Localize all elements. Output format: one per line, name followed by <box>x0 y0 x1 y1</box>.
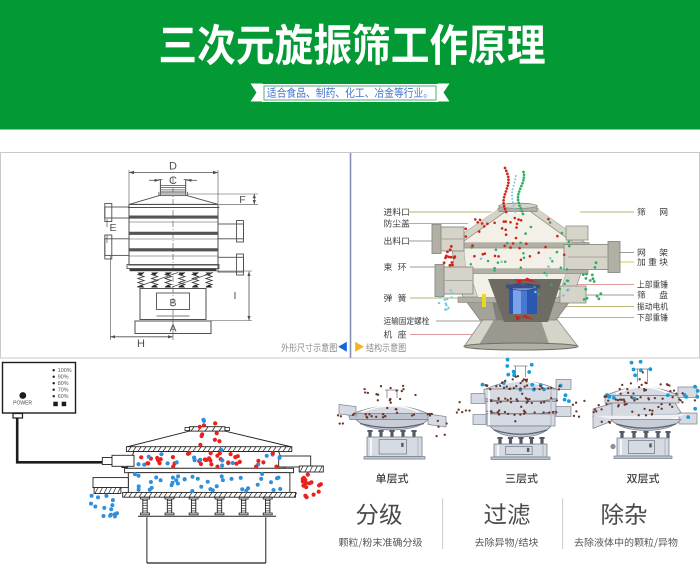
svg-text:E: E <box>109 222 116 234</box>
svg-text:C: C <box>169 175 177 187</box>
svg-text:70%: 70% <box>58 388 69 394</box>
svg-text:I: I <box>234 290 237 302</box>
svg-text:POWER: POWER <box>13 401 32 407</box>
svg-text:80%: 80% <box>58 381 69 387</box>
svg-text:100%: 100% <box>58 368 72 374</box>
svg-text:B: B <box>169 297 176 309</box>
svg-text:H: H <box>137 338 145 350</box>
svg-text:D: D <box>169 161 177 173</box>
svg-text:90%: 90% <box>58 375 69 381</box>
svg-text:60%: 60% <box>58 394 69 400</box>
svg-text:F: F <box>239 194 245 206</box>
